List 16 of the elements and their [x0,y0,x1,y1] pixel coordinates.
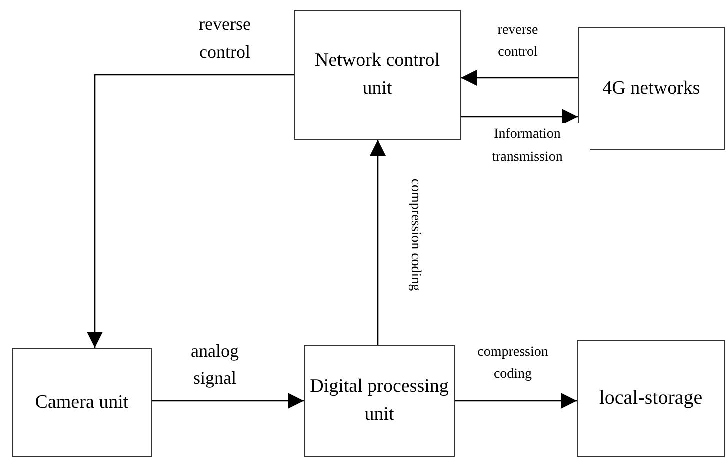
arrow [370,140,386,345]
process-box [577,340,725,457]
box-label: Digital processing unit [309,375,450,427]
arrow [152,393,304,409]
box-label: Camera unit [35,390,129,415]
arrow [461,109,578,125]
process-box [304,345,455,457]
process-box [294,10,461,140]
process-box [578,27,725,150]
process-box [12,348,152,457]
arrow [87,74,294,348]
arrow [461,70,578,86]
box-label: Network control unit [314,49,442,101]
box-label: local-storage [599,386,703,411]
box-label: 4G networks [602,76,700,101]
arrow [455,393,577,409]
